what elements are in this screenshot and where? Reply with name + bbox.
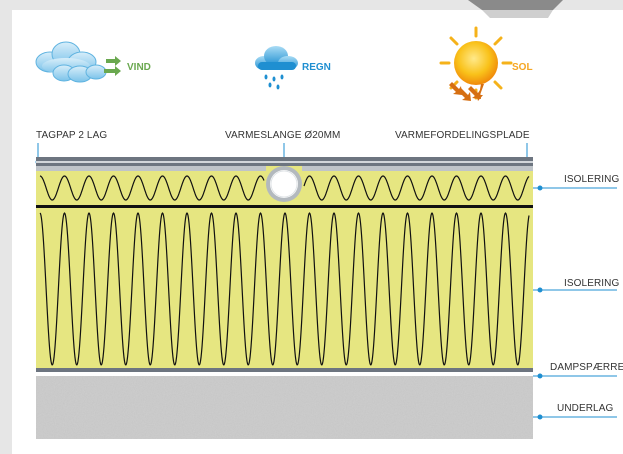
plate-label: VARMEFORDELINGSPLADE xyxy=(395,130,530,141)
heating-pipe xyxy=(266,166,302,202)
insulation-bottom-wave xyxy=(39,212,530,366)
insulation-bottom-label: ISOLERING xyxy=(564,278,619,289)
underlay-label: UNDERLAG xyxy=(557,403,613,414)
insulation-top-label: ISOLERING xyxy=(564,174,619,185)
sun-label: SOL xyxy=(512,62,533,73)
vapor-barrier-label: DAMPSPÆRRE xyxy=(550,362,623,373)
rain-label: REGN xyxy=(302,62,331,73)
cloud-rain-icon xyxy=(255,46,298,90)
pipe-label: VARMESLANGE Ø20MM xyxy=(225,130,340,141)
insulation-top-wave xyxy=(39,175,530,201)
sun-icon xyxy=(439,26,513,100)
roofing-label: TAGPAP 2 LAG xyxy=(36,130,107,141)
wind-label: VIND xyxy=(127,62,151,73)
right-leader-lines xyxy=(533,185,617,420)
sun-ray-arrows-icon xyxy=(449,82,484,101)
cloud-wind-icon xyxy=(35,41,107,83)
underlay-texture xyxy=(36,376,533,439)
top-strip xyxy=(0,0,150,12)
vapor-barrier-layer xyxy=(36,368,533,372)
corner-decoration xyxy=(468,0,563,18)
wind-arrows-icon xyxy=(104,56,121,76)
layer-divider xyxy=(36,205,533,208)
